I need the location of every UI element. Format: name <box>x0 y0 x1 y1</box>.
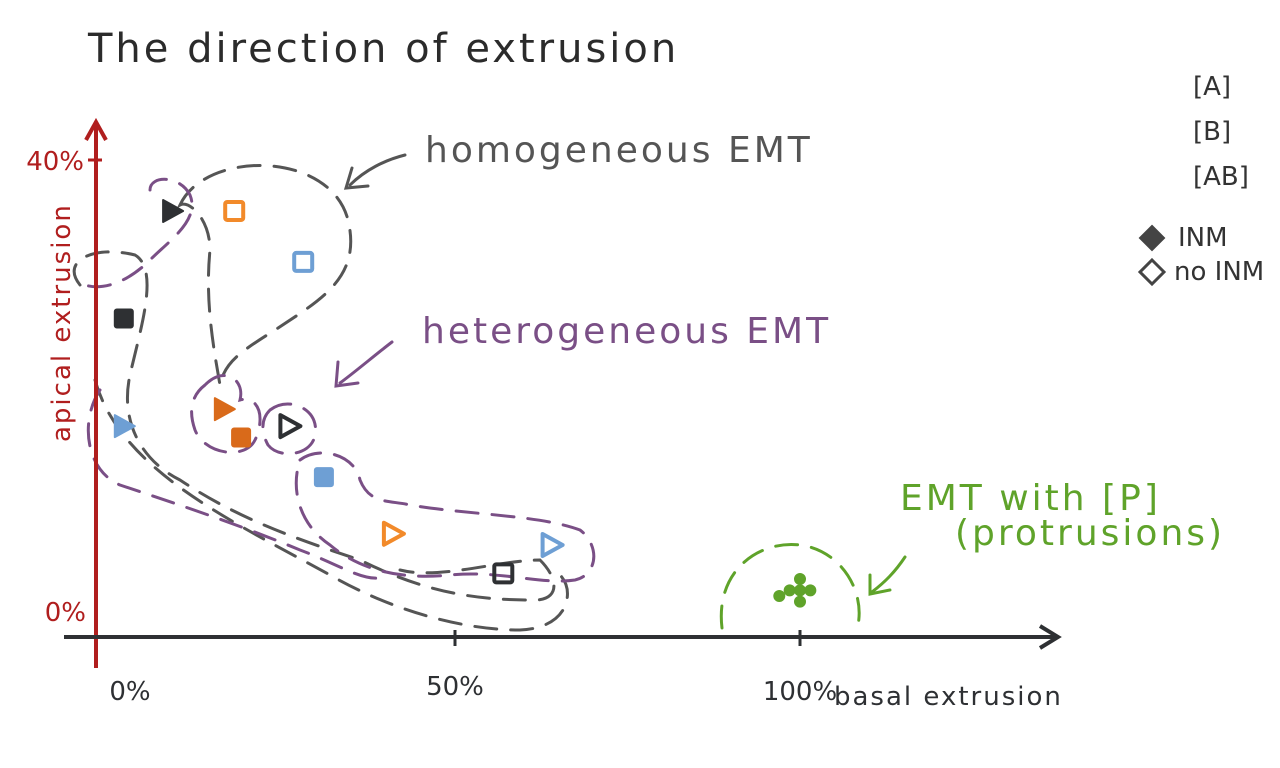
data-point-p-dot <box>773 590 786 603</box>
protrusions-outline <box>719 542 861 630</box>
protrusions-arrowhead <box>868 573 892 596</box>
data-point-b-triangle <box>162 198 185 223</box>
legend-group-a: [A] <box>1193 72 1231 102</box>
data-point-ab-square <box>231 427 252 448</box>
legend-no-inm: no INM <box>1174 257 1264 287</box>
data-point-b-square <box>113 308 134 329</box>
heterogeneous-outline-single <box>261 402 317 456</box>
y-axis-label: apical extrusion <box>47 203 77 442</box>
data-point-b-square <box>492 562 515 585</box>
data-point-p-dot <box>794 584 806 597</box>
legend-group-b: [B] <box>1193 117 1231 147</box>
homogeneous-outline-lower <box>72 250 556 602</box>
data-point-p-dot <box>804 584 817 597</box>
data-point-a-square <box>292 250 315 273</box>
heterogeneous-arrowhead <box>334 360 360 388</box>
homogeneous-arrow <box>348 153 407 187</box>
y-axis-arrowhead <box>84 117 108 141</box>
heterogeneous-arrow <box>338 340 394 385</box>
x-axis-label: basal extrusion <box>834 682 1063 712</box>
protrusions-label: EMT with [P] <box>900 478 1161 519</box>
legend-outline-diamond-icon <box>1137 257 1167 287</box>
y-tick-label: 40% <box>26 147 84 177</box>
legend: [A] [B] [AB] INM no INM <box>1137 72 1264 287</box>
data-point-ab-triangle <box>381 520 406 547</box>
x-tick-label: 100% <box>763 677 837 707</box>
data-point-ab-triangle <box>213 397 236 422</box>
x-axis-arrowhead <box>1038 624 1062 650</box>
y-tick-label: 0% <box>45 598 86 628</box>
data-point-p-dot <box>794 595 806 608</box>
homogeneous-arrowhead <box>343 166 370 190</box>
protrusions-arrow <box>870 555 907 594</box>
legend-inm: INM <box>1178 223 1228 253</box>
data-point-b-triangle <box>278 413 303 440</box>
data-point-a-triangle <box>540 532 565 559</box>
x-tick-label: 50% <box>426 672 484 702</box>
chart-title: The direction of extrusion <box>87 26 679 72</box>
legend-group-ab: [AB] <box>1193 162 1249 192</box>
heterogeneous-outline-top <box>83 177 194 289</box>
heterogeneous-label: heterogeneous EMT <box>422 311 831 352</box>
homogeneous-label: homogeneous EMT <box>425 130 813 171</box>
data-point-a-triangle <box>113 414 136 439</box>
data-point-p-dot <box>794 573 806 586</box>
x-tick-label: 0% <box>109 677 150 707</box>
data-point-p-dot <box>783 584 796 597</box>
heterogeneous-outline-chain <box>294 451 596 583</box>
data-point-ab-square <box>223 199 246 222</box>
homogeneous-outline-upper <box>176 163 353 386</box>
heterogeneous-outline-pair <box>190 374 262 454</box>
heterogeneous-outline-bottom <box>86 388 382 580</box>
protrusions-sublabel: (protrusions) <box>955 513 1225 554</box>
data-point-a-square <box>313 467 334 488</box>
legend-filled-diamond-icon <box>1138 224 1166 252</box>
homogeneous-outline-bottom <box>93 378 569 632</box>
